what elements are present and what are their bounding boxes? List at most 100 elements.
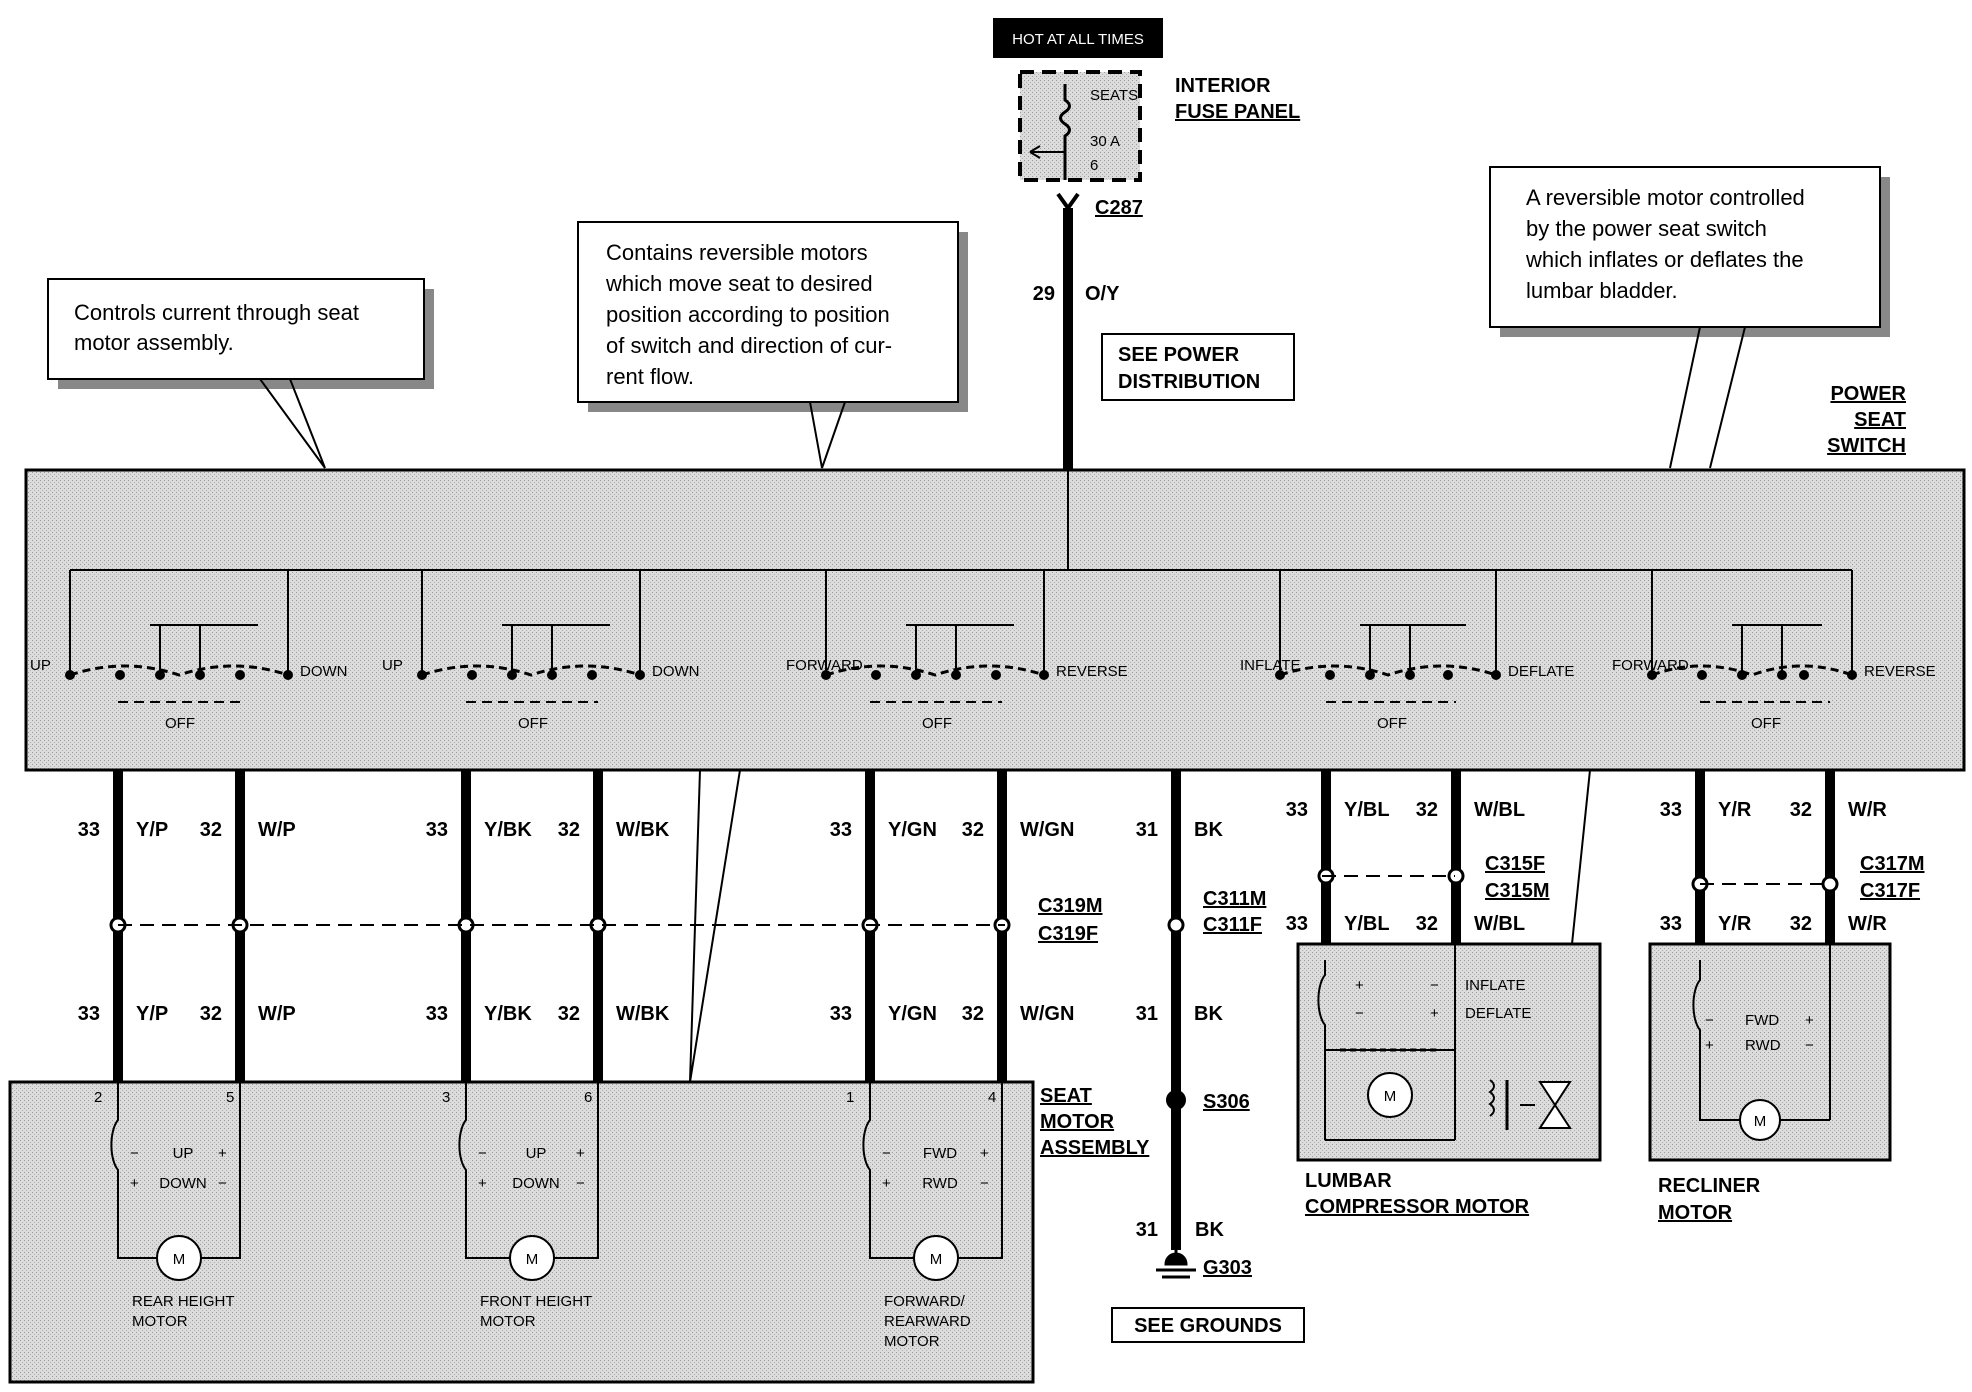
wire-color: W/R (1848, 799, 1887, 821)
recliner-motor-symbol: M (1754, 1113, 1767, 1130)
switch-contact-icon (1651, 664, 1853, 677)
callout-motors-line-4: of switch and direction of cur- (606, 333, 892, 358)
recliner-minus-1: − (1705, 1012, 1714, 1029)
wire-color: W/P (258, 1003, 296, 1025)
motor-dir-2: DOWN (159, 1175, 207, 1192)
wire-number: 33 (830, 1003, 852, 1025)
c319m-label: C319M (1038, 895, 1102, 917)
wire-color: Y/R (1718, 913, 1752, 935)
see-power-line-1: SEE POWER (1118, 344, 1240, 366)
lumbar-motor-icon (1367, 1072, 1413, 1118)
c315f-label: C315F (1485, 853, 1545, 875)
callout-motors-line-5: rent flow. (606, 364, 694, 389)
wire-number: 31 (1136, 819, 1158, 841)
lumbar-minus-2: − (1430, 977, 1439, 994)
seat-motor-name-1: SEAT (1040, 1085, 1092, 1107)
wire-29-color: O/Y (1085, 283, 1120, 305)
c317m-label: C317M (1860, 853, 1924, 875)
motor-switch-icon (110, 1082, 157, 1259)
s306-splice-icon (1166, 1090, 1186, 1110)
motor-switch-icon (458, 1082, 510, 1259)
wire-color: W/BL (1474, 913, 1525, 935)
wire-number: 32 (200, 1003, 222, 1025)
fuse-rating: 30 A (1090, 133, 1120, 150)
c311f-label: C311F (1203, 914, 1262, 936)
wire-color: Y/R (1718, 799, 1752, 821)
fuse-icon (1059, 84, 1071, 180)
callout-pointer-extension (1571, 769, 1591, 945)
wire-number: 32 (558, 1003, 580, 1025)
switch-name-3: SWITCH (1827, 435, 1906, 457)
power-source: HOT AT ALL TIMES SEATS 30 A 6 INTERIOR F… (993, 18, 1300, 470)
polarity-mark: − (130, 1145, 139, 1162)
switch-off-label: OFF (1377, 715, 1407, 732)
switch-contact-icon (69, 664, 289, 677)
wire-color: W/P (258, 819, 296, 841)
wire-color: Y/BK (484, 1003, 532, 1025)
motor-switch-icon (862, 1082, 914, 1259)
c317f-label: C317F (1860, 880, 1920, 902)
ground-wire-color: BK (1195, 1219, 1224, 1241)
solenoid-icon (1488, 1079, 1495, 1117)
wire-number: 32 (1790, 799, 1812, 821)
ground-icon (1164, 1250, 1188, 1266)
recliner-name-1: RECLINER (1658, 1175, 1761, 1197)
wire-color: W/BL (1474, 799, 1525, 821)
wire-number: 32 (962, 1003, 984, 1025)
callout-pointer (1669, 326, 1746, 469)
switch-right-label: DEFLATE (1508, 663, 1574, 680)
c311m-label: C311M (1203, 888, 1266, 910)
see-power-distribution-box (1101, 333, 1295, 401)
motor-name: MOTOR (132, 1313, 188, 1330)
motor-dir-1: FWD (923, 1145, 957, 1162)
fuse-name: SEATS (1090, 87, 1138, 104)
polarity-mark: + (576, 1145, 585, 1162)
s306-label: S306 (1203, 1091, 1250, 1113)
wire-number: 33 (426, 819, 448, 841)
ground-path: S306 31 BK G303 SEE GROUNDS (1111, 1090, 1305, 1343)
switch-contact-icon (825, 664, 1045, 677)
recliner-motor-icon (1739, 1099, 1781, 1141)
polarity-mark: + (478, 1175, 487, 1192)
fuse-panel-name-2: FUSE PANEL (1175, 101, 1300, 123)
polarity-mark: + (218, 1145, 227, 1162)
motor-dir-2: DOWN (512, 1175, 560, 1192)
lumbar-switch-icon (1317, 960, 1326, 1040)
switch-contact-icon (421, 664, 641, 677)
callout-motors-line-3: position according to position (606, 302, 890, 327)
recliner-plus-1: + (1705, 1037, 1714, 1054)
recliner-switch-icon (1692, 960, 1740, 1121)
polarity-mark: − (218, 1175, 227, 1192)
motor-symbol: M (173, 1251, 186, 1268)
motor-name: FORWARD/ (884, 1293, 966, 1310)
wire-color: Y/BK (484, 819, 532, 841)
c315m-label: C315M (1485, 880, 1549, 902)
callout-switch-line-2: motor assembly. (74, 330, 234, 355)
motor-dir-2: RWD (922, 1175, 958, 1192)
motor-pin: 1 (846, 1089, 854, 1106)
fuse-arrow-icon (1029, 145, 1065, 159)
motor-icon (509, 1235, 555, 1281)
motor-name: FRONT HEIGHT (480, 1293, 592, 1310)
lumbar-dir-2: DEFLATE (1465, 1005, 1531, 1022)
switch-off-label: OFF (518, 715, 548, 732)
motor-name: MOTOR (480, 1313, 536, 1330)
motor-pin: 2 (94, 1089, 102, 1106)
polarity-mark: + (130, 1175, 139, 1192)
callout-lumbar: A reversible motor controlled by the pow… (1489, 166, 1890, 469)
c319f-label: C319F (1038, 923, 1098, 945)
fuse-panel-name-1: INTERIOR (1175, 75, 1271, 97)
lumbar-minus-1: − (1355, 1005, 1364, 1022)
motor-pin: 3 (442, 1089, 450, 1106)
switch-right-label: REVERSE (1056, 663, 1128, 680)
seat-motor-name-3: ASSEMBLY (1040, 1137, 1150, 1159)
motor-pin: 5 (226, 1089, 234, 1106)
callout-box (1489, 166, 1881, 328)
callout-box (47, 278, 425, 380)
